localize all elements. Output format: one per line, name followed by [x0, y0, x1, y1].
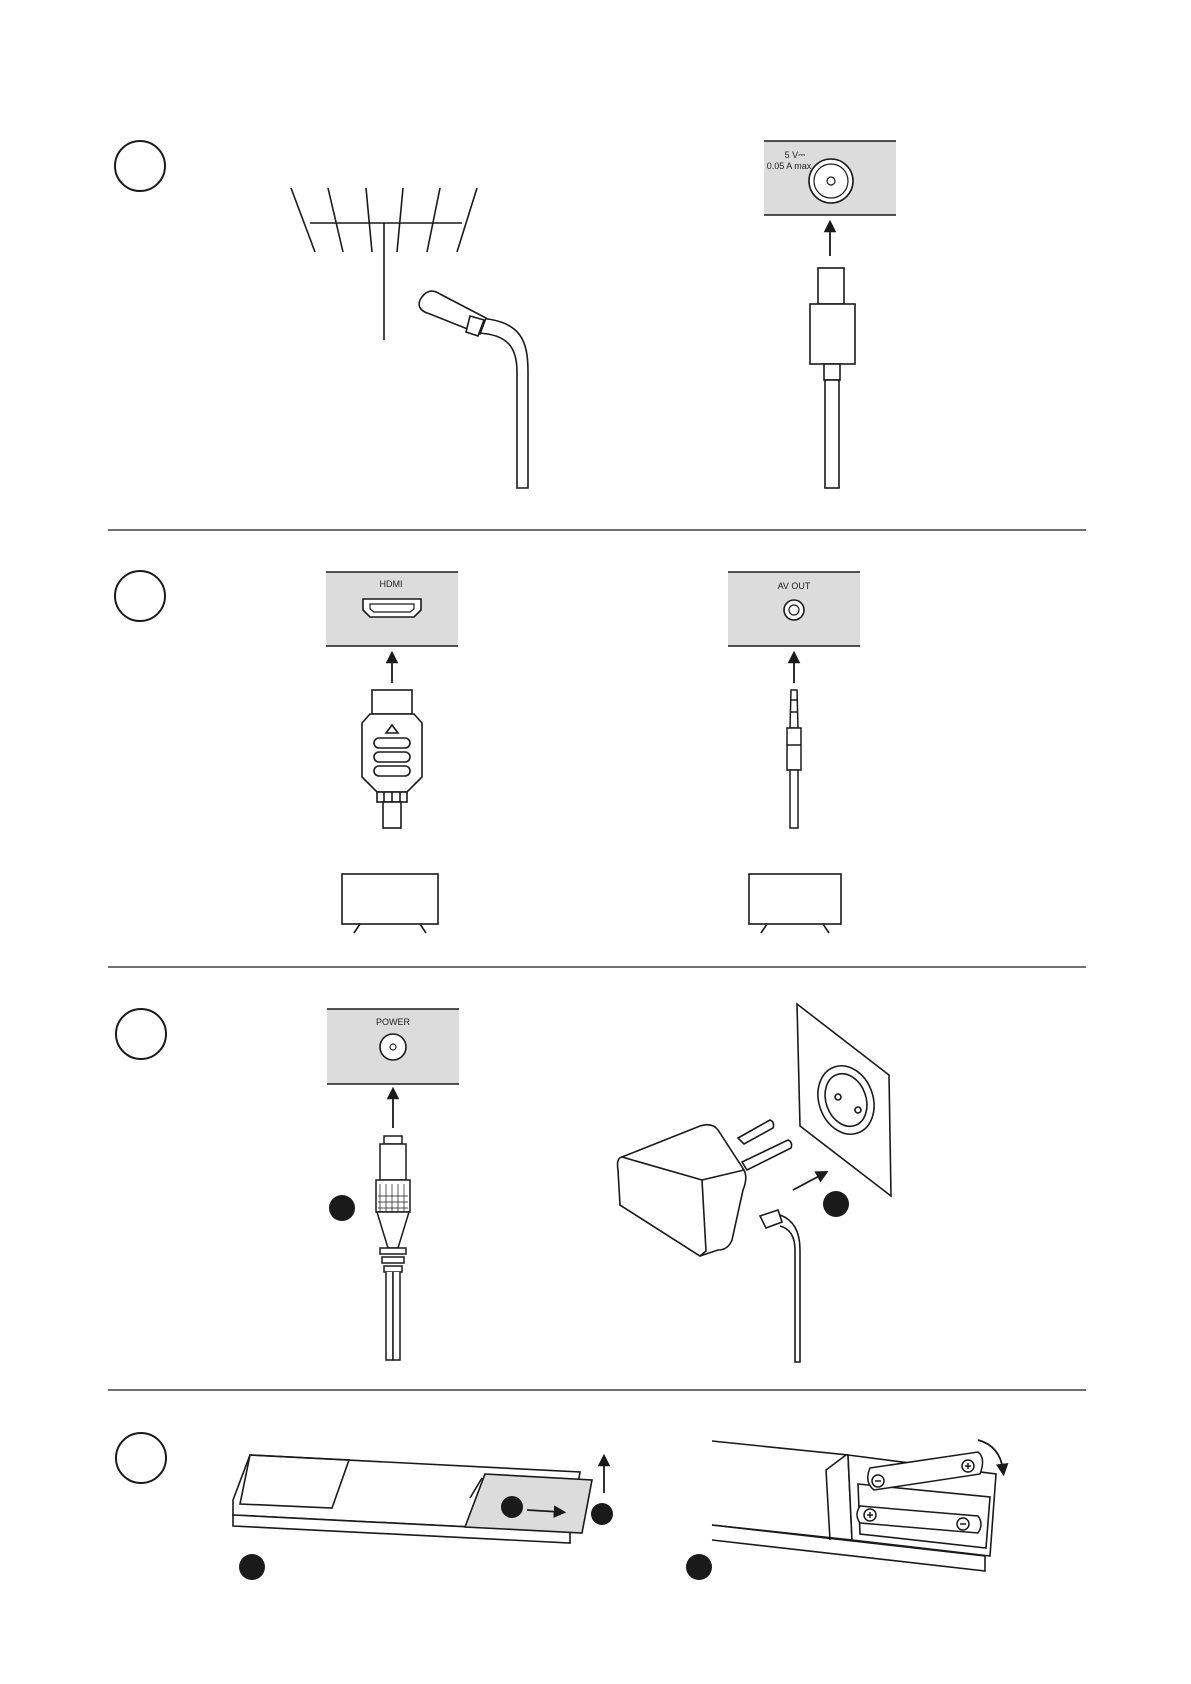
hdmi-plug-icon — [362, 690, 422, 828]
step-3: POWER — [116, 1004, 891, 1362]
power-port-label: POWER — [376, 1017, 411, 1027]
dc-socket-icon: POWER — [327, 1009, 459, 1084]
remote-control-icon — [233, 1455, 592, 1543]
hdmi-socket-icon: HDMI — [326, 572, 458, 646]
antenna-port-voltage-label: 5 V⎓ — [785, 150, 806, 160]
step-3-number-circle — [116, 1009, 166, 1059]
tv-icon — [342, 874, 438, 933]
step-1-number-circle — [115, 141, 165, 191]
sub-step-badge — [501, 1496, 523, 1518]
av-socket-icon: AV OUT — [728, 572, 860, 646]
tv-icon — [749, 874, 841, 933]
sub-step-badge — [239, 1554, 265, 1580]
av-plug-icon — [787, 690, 801, 828]
step-2-number-circle — [115, 571, 165, 621]
av-out-port-label: AV OUT — [778, 581, 811, 591]
step-4-number-circle — [116, 1433, 166, 1483]
dc-plug-icon — [376, 1136, 410, 1360]
hdmi-port-label: HDMI — [380, 579, 403, 589]
sub-step-badge — [591, 1503, 613, 1525]
step-1: 5 V⎓ 0.05 A max — [115, 141, 896, 488]
power-adapter-icon — [618, 1120, 801, 1362]
connector-plug-icon — [810, 268, 855, 488]
coax-plug-icon — [419, 291, 528, 488]
wall-outlet-icon — [797, 1004, 891, 1196]
sub-step-badge — [329, 1195, 355, 1221]
antenna-port-current-label: 0.05 A max — [767, 161, 812, 171]
coax-socket-icon: 5 V⎓ 0.05 A max — [764, 141, 896, 215]
sub-step-badge — [686, 1554, 712, 1580]
arrow-icon — [793, 1174, 823, 1190]
sub-step-badge — [823, 1191, 849, 1217]
step-4 — [116, 1433, 1003, 1580]
step-2: HDMI AV OUT — [115, 571, 860, 933]
